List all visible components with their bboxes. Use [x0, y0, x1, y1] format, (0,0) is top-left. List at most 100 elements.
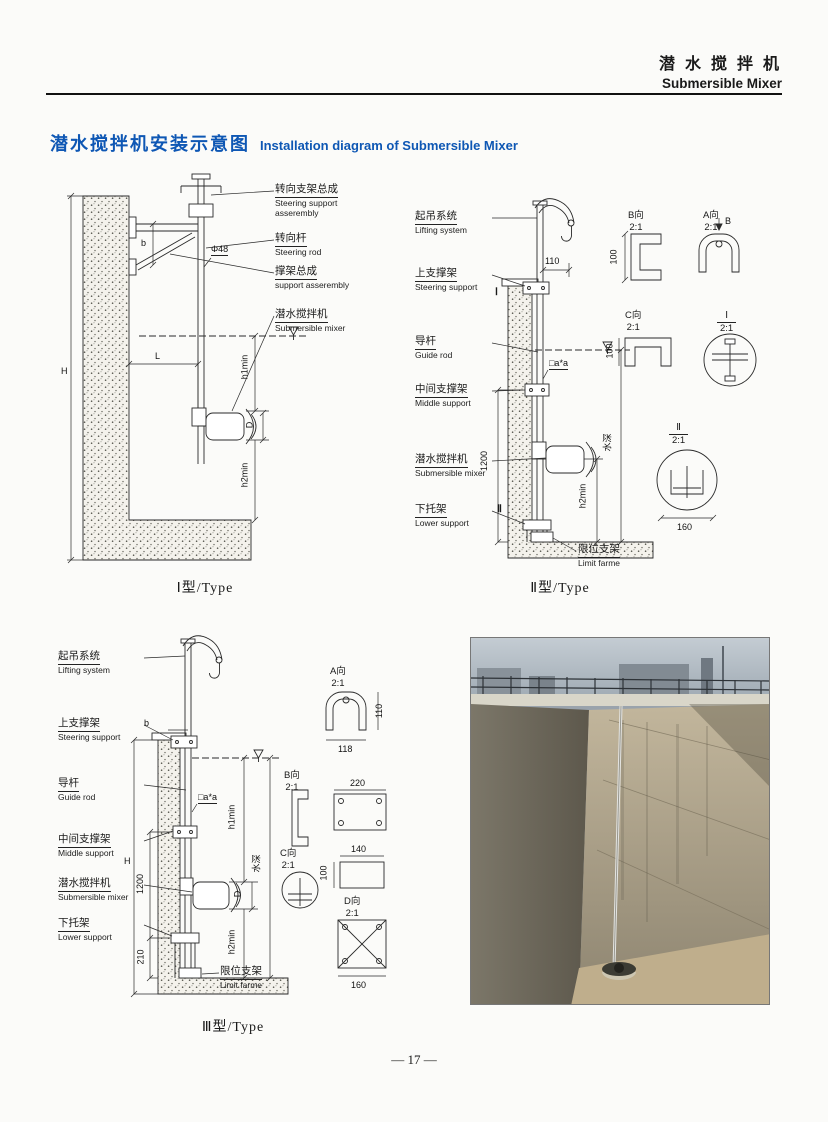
upper-bracket — [170, 735, 198, 749]
callout-zh: 潜水搅拌机 — [275, 308, 328, 323]
dim-140: 140 — [351, 844, 367, 854]
view-name: C向 — [280, 848, 297, 859]
caption-type3: Ⅲ型/Type — [201, 1020, 265, 1035]
callout-zh: 导杆 — [415, 335, 436, 350]
upper-bracket — [522, 281, 550, 295]
callout-upper-support: 上支撑架 Steering support — [58, 712, 120, 742]
limit-bracket — [530, 531, 554, 543]
figure-type2: 起吊系统 Lifting system 上支撑架 Steering suppor… — [385, 192, 785, 574]
middle-bracket — [524, 383, 550, 397]
dim-D: D — [232, 890, 243, 898]
page-title: 潜水搅拌机安装示意图 Installation diagram of Submer… — [50, 130, 518, 156]
installation-photo — [470, 637, 770, 1005]
callout-zh: 导杆 — [58, 777, 79, 792]
dim-water-depth: 水深 — [602, 433, 613, 452]
section-marker-2: Ⅱ — [497, 504, 502, 515]
steering-handle-icon — [180, 185, 222, 218]
callout-submersible-mixer: 潜水搅拌机 Submersible mixer — [415, 448, 485, 478]
callout-zh: 限位支架 — [220, 965, 262, 980]
brand-english: Submersible Mixer — [661, 76, 782, 91]
callout-guide-rod: 导杆 Guide rod — [58, 772, 95, 802]
callout-submersible-mixer: 潜水搅拌机 Submersible mixer — [58, 872, 128, 902]
photo-illustration — [471, 638, 769, 1004]
view-name: D向 — [344, 896, 361, 907]
callout-zh: 限位支架 — [578, 543, 620, 558]
caption-type1: Ⅰ型/Type — [176, 581, 234, 596]
view-scale: 2:1 — [345, 907, 359, 919]
view-name: A向 — [703, 210, 719, 221]
dim-160: 160 — [677, 522, 693, 532]
view-scale: 2:1 — [331, 677, 345, 689]
callout-steering-support-assembly: 转向支架总成 Steering support asserembly — [275, 178, 371, 218]
callout-en: Lifting system — [415, 224, 467, 235]
dim-h2min: h2min — [239, 462, 250, 488]
view-direction-b: B — [725, 216, 732, 226]
water-line — [535, 341, 630, 354]
figure-type3: 起吊系统 Lifting system 上支撑架 Steering suppor… — [48, 628, 393, 1020]
callout-zh: 下托架 — [415, 503, 447, 518]
photo-railing — [471, 676, 769, 696]
callout-lifting-system: 起吊系统 Lifting system — [58, 645, 110, 675]
brand-chinese: 潜 水 搅 拌 机 — [658, 56, 782, 73]
callout-zh: 中间支撑架 — [58, 833, 111, 848]
figure-type1: 转向支架总成 Steering support asserembly 转向杆 S… — [55, 168, 355, 578]
limit-bracket — [178, 967, 202, 979]
dim-220: 220 — [350, 778, 366, 788]
dim-h1min: h1min — [239, 354, 250, 380]
type3-drawing — [130, 635, 387, 998]
callout-en: Submersible mixer — [415, 467, 486, 478]
view-scale: 2:1 — [629, 221, 643, 233]
view-scale: 2:1 — [704, 221, 718, 233]
callout-en: Submersible mixer — [58, 891, 129, 902]
dim-100: 100 — [604, 343, 615, 359]
page-title-zh: 潜水搅拌机安装示意图 — [50, 134, 250, 154]
lifting-jib-icon — [534, 198, 575, 242]
callout-limit-bracket: 限位支架 Limit farme — [220, 960, 262, 990]
callout-zh: 潜水搅拌机 — [58, 877, 111, 892]
dim-h2min: h2min — [577, 483, 588, 509]
view-scale: 2:1 — [626, 321, 640, 333]
mixer-body — [191, 407, 257, 445]
view-name: C向 — [625, 310, 642, 321]
callout-en: Limit farme — [578, 557, 621, 568]
callout-guide-rod: 导杆 Guide rod — [415, 330, 452, 360]
dim-b: b — [141, 238, 147, 248]
callout-en: Middle support — [58, 847, 114, 858]
dim-L: L — [155, 351, 161, 361]
view-scale: 2:1 — [281, 859, 295, 871]
lifting-jib-icon — [182, 635, 223, 679]
dim-100: 100 — [608, 249, 619, 265]
callout-lifting-system: 起吊系统 Lifting system — [415, 205, 467, 235]
leader-lines — [143, 655, 220, 975]
callout-en: Guide rod — [415, 349, 453, 360]
callout-submersible-mixer: 潜水搅拌机 Submersible mixer — [275, 303, 345, 333]
dim-D: D — [244, 421, 255, 429]
type1-drawing — [67, 173, 309, 564]
callout-en: Middle support — [415, 397, 471, 408]
page-title-en: Installation diagram of Submersible Mixe… — [260, 138, 518, 153]
callout-zh: 起吊系统 — [415, 210, 457, 225]
callout-lower-support: 下托架 Lower support — [58, 912, 112, 942]
detail-views — [618, 218, 757, 522]
callout-zh: 中间支撑架 — [415, 383, 468, 398]
dimension-lines — [130, 729, 274, 998]
dim-pole-section: □a*a — [198, 792, 217, 804]
callout-en: support asserembly — [275, 279, 350, 290]
view-name: B向 — [284, 770, 300, 781]
dimension-lines — [67, 192, 269, 564]
callout-middle-support: 中间支撑架 Middle support — [415, 378, 471, 408]
mixer-body — [179, 877, 241, 913]
dim-1200: 1200 — [479, 450, 490, 472]
dim-h2min: h2min — [226, 929, 237, 955]
callout-en: Steering support — [58, 731, 121, 742]
callout-zh: 下托架 — [58, 917, 90, 932]
dimension-lines — [494, 263, 625, 546]
page-number: — 17 — — [391, 1052, 437, 1067]
